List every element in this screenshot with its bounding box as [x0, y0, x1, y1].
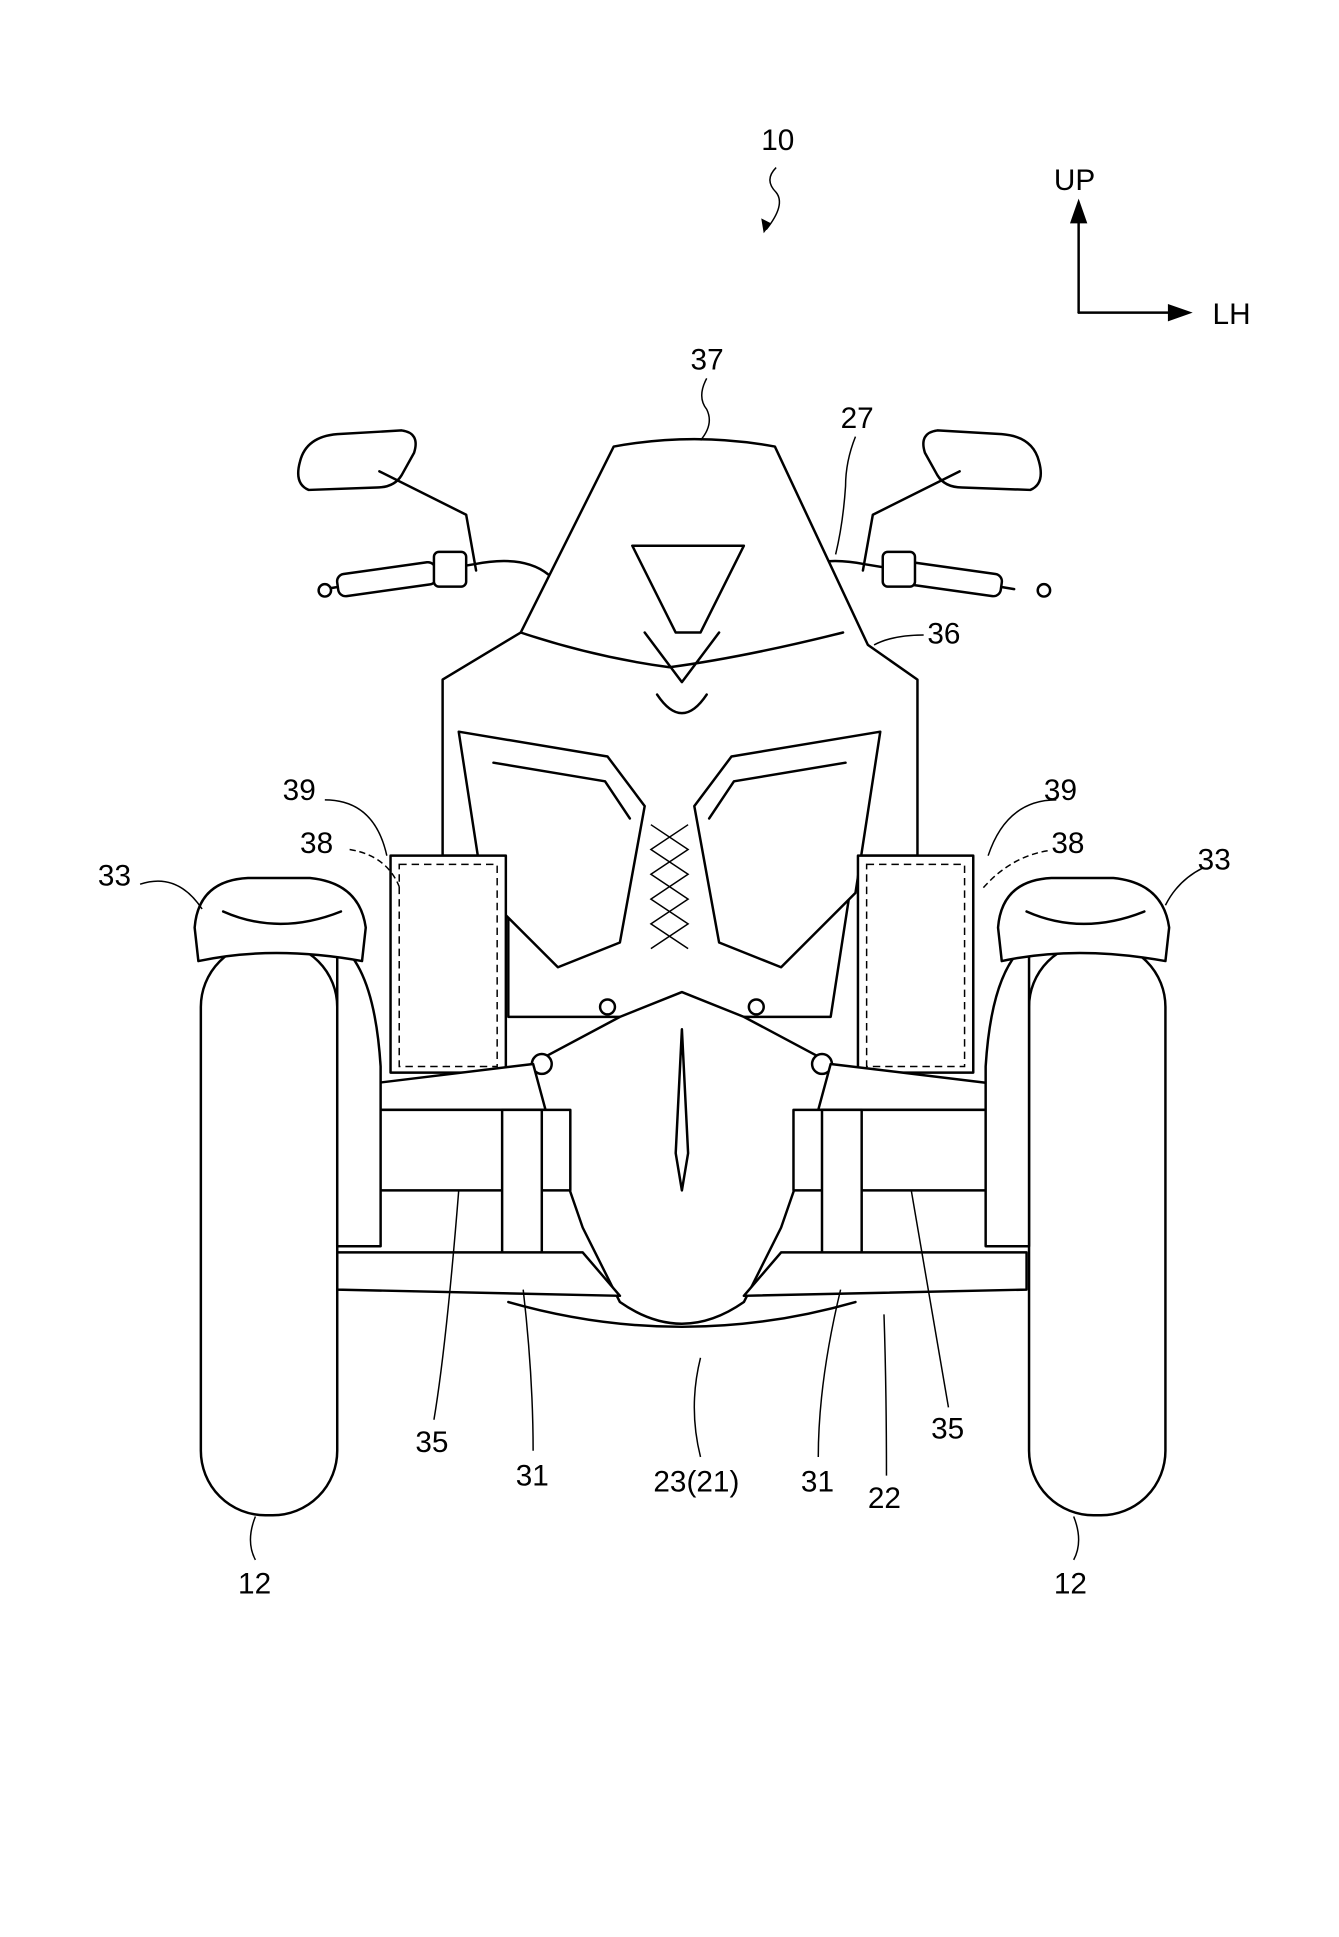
center-cowl	[643, 631, 721, 715]
right-fender-33	[996, 876, 1171, 963]
right-mirror-stem	[861, 470, 961, 572]
label-22: 22	[868, 1482, 901, 1515]
label-38-left: 38	[300, 827, 333, 860]
label-33-right: 33	[1198, 843, 1231, 876]
label-35-right: 35	[931, 1412, 964, 1445]
label-33-left: 33	[98, 859, 131, 892]
right-lower-arm	[742, 1251, 1028, 1298]
headlight-lines	[492, 761, 847, 820]
left-box-39	[389, 854, 508, 1074]
ref-10-label: 10	[761, 124, 794, 157]
right-dashed-38	[865, 863, 966, 1068]
label-36: 36	[927, 618, 960, 651]
instrument-housing	[631, 544, 746, 634]
right-bar-end	[1036, 582, 1052, 598]
left-mirror-stem	[378, 470, 478, 572]
suspension	[335, 1062, 1028, 1328]
label-23-21: 23(21)	[653, 1466, 739, 1499]
left-bolt	[598, 998, 617, 1016]
label-12-right: 12	[1054, 1567, 1087, 1600]
direction-indicator: UP LH	[1054, 164, 1251, 331]
right-switch	[881, 550, 917, 588]
right-grip	[901, 560, 1004, 598]
left-dashed-38	[398, 863, 498, 1068]
lh-label: LH	[1213, 298, 1251, 331]
left-wheel-12	[199, 941, 339, 1517]
front-body	[441, 437, 919, 1325]
label-39-right: 39	[1044, 774, 1077, 807]
up-arrowhead-icon	[1069, 198, 1088, 224]
right-wheel-12	[1027, 941, 1167, 1517]
right-wheel-side	[984, 941, 1031, 1248]
label-31-right: 31	[801, 1466, 834, 1499]
link-22	[507, 1300, 857, 1328]
label-39-left: 39	[283, 774, 316, 807]
up-label: UP	[1054, 164, 1095, 197]
left-wheel-side	[335, 941, 382, 1248]
left-lower-arm	[335, 1251, 622, 1298]
right-bolt	[747, 998, 765, 1016]
radiator-grille	[649, 824, 690, 950]
right-headlight-cowl	[693, 730, 882, 969]
left-switch	[432, 550, 468, 588]
front-nose	[525, 990, 839, 1325]
windscreen	[441, 437, 919, 1019]
left-bar-end	[317, 582, 333, 598]
label-37: 37	[691, 344, 724, 377]
left-grip	[335, 560, 438, 598]
label-38-right: 38	[1051, 827, 1084, 860]
left-fender-33	[193, 876, 367, 963]
right-box-39	[856, 854, 975, 1074]
ref-10-leader	[765, 167, 781, 231]
label-35-left: 35	[415, 1426, 448, 1459]
leader-lines	[139, 377, 1203, 1561]
label-27: 27	[841, 402, 874, 435]
fender-contours	[221, 910, 1146, 926]
nose-center-ridge	[674, 1028, 690, 1192]
label-12-left: 12	[238, 1567, 271, 1600]
label-31-left: 31	[516, 1460, 549, 1493]
lh-arrowhead-icon	[1167, 303, 1193, 322]
